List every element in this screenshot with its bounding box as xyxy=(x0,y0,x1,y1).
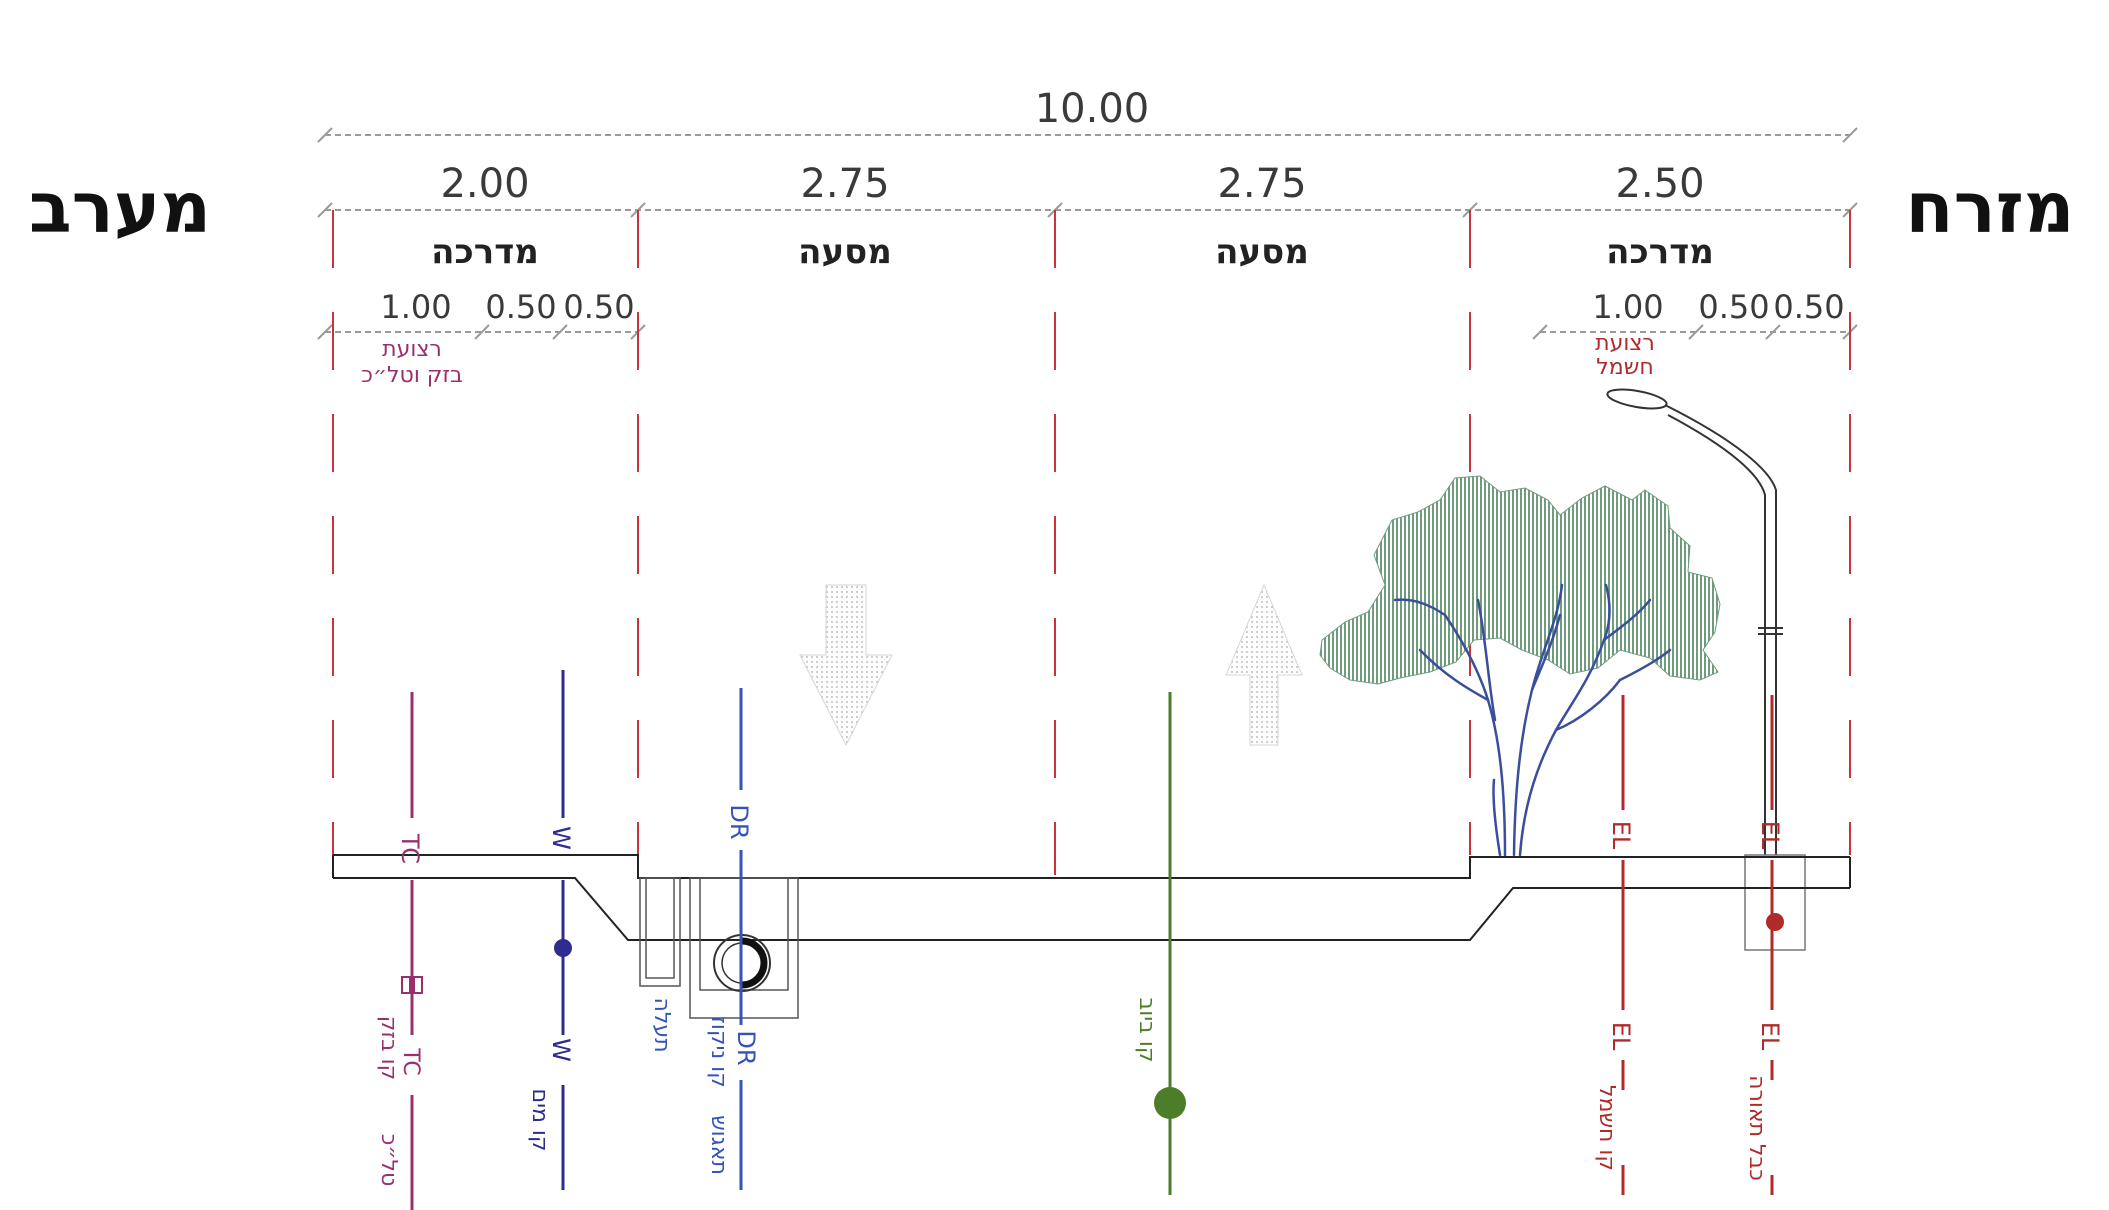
section-name-1: מדרכה xyxy=(431,232,539,272)
west-sub-dim-3: 0.50 xyxy=(563,288,634,326)
section-name-2: מסעה xyxy=(798,232,892,272)
svg-text:טל״כ: טל״כ xyxy=(376,1134,401,1187)
svg-text:TC: TC xyxy=(398,1047,423,1076)
section-name-3: מסעה xyxy=(1215,232,1309,272)
road-profile xyxy=(332,854,1851,941)
sewer-line xyxy=(1154,692,1186,1195)
svg-text:EL: EL xyxy=(1607,1022,1635,1051)
svg-text:קו בזק: קו בזק xyxy=(376,1016,401,1081)
water-label: קו מים xyxy=(527,1088,552,1151)
svg-text:קו חשמל: קו חשמל xyxy=(1594,1085,1619,1171)
lighting-code-top: EL xyxy=(1756,821,1784,850)
svg-text:חשמל: חשמל xyxy=(1596,355,1653,380)
tc-code-top: TC xyxy=(396,833,424,864)
east-strip-label: רצועת חשמל xyxy=(1595,331,1655,380)
water-code-top: W xyxy=(547,826,575,850)
drain-code-top: DR xyxy=(725,804,753,839)
arrow-down-icon xyxy=(799,584,893,747)
lighting-label: EL כבל תאורה xyxy=(1744,1022,1784,1181)
water-code-bottom: W xyxy=(547,1038,575,1062)
section-width-2: 2.75 xyxy=(800,161,889,207)
east-sub-dim-3: 0.50 xyxy=(1773,288,1844,326)
electric-code-top: EL xyxy=(1607,821,1635,850)
dimension-lines xyxy=(317,127,1858,340)
street-lamp-icon xyxy=(1606,388,1806,951)
west-strip-label: רצועת בזק וטל״כ xyxy=(361,337,463,388)
drain-channel-label: תעלה xyxy=(649,997,674,1052)
svg-text:EL: EL xyxy=(1756,1022,1784,1051)
water-line xyxy=(554,670,572,1190)
east-label: מזרח xyxy=(1906,167,2075,249)
tree-icon xyxy=(1319,475,1721,857)
west-label: מערב xyxy=(29,167,211,249)
section-width-1: 2.00 xyxy=(440,161,529,207)
total-width: 10.00 xyxy=(1035,86,1150,132)
tc-line xyxy=(401,692,423,1210)
svg-text:תאגוש: תאגוש xyxy=(706,1115,731,1175)
svg-text:רצועת: רצועת xyxy=(1595,331,1655,356)
section-width-4: 2.50 xyxy=(1615,161,1704,207)
svg-text:DR: DR xyxy=(732,1030,760,1065)
electric-label: EL קו חשמל xyxy=(1594,1022,1635,1171)
svg-text:רצועת: רצועת xyxy=(382,337,442,362)
tc-label: קו בזק TC טל״כ xyxy=(376,1016,423,1187)
drain-label: קו ניקוז DR תאגוש xyxy=(706,1016,760,1175)
section-name-4: מדרכה xyxy=(1606,232,1714,272)
west-sub-dim-2: 0.50 xyxy=(485,288,556,326)
sewer-label: קו ביוב xyxy=(1134,998,1159,1063)
east-sub-dim-2: 0.50 xyxy=(1698,288,1769,326)
lighting-line xyxy=(1766,695,1784,1195)
west-sub-dim-1: 1.00 xyxy=(380,288,451,326)
arrow-up-icon xyxy=(1225,583,1303,746)
east-sub-dim-1: 1.00 xyxy=(1592,288,1663,326)
svg-text:בזק וטל״כ: בזק וטל״כ xyxy=(361,363,463,388)
svg-text:כבל תאורה: כבל תאורה xyxy=(1744,1075,1769,1181)
svg-text:קו ניקוז: קו ניקוז xyxy=(706,1016,731,1088)
section-width-3: 2.75 xyxy=(1217,161,1306,207)
